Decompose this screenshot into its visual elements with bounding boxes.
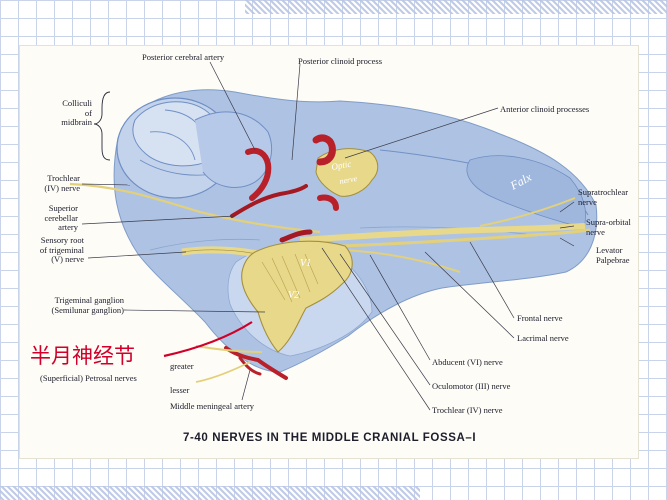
- label-levator-line-2: Palpebrae: [596, 254, 630, 265]
- figure-caption: 7-40 NERVES IN THE MIDDLE CRANIAL FOSSA–…: [183, 432, 477, 444]
- label-trochlear-left: Trochlear (IV) nerve: [16, 173, 80, 193]
- middle-meningeal-artery: [224, 346, 288, 380]
- label-colliculi: Colliculi of midbrain: [40, 98, 92, 128]
- basilar-artery: [279, 229, 313, 243]
- greater-petrosal-nerve: [195, 345, 263, 353]
- label-frontal-nerve: Frontal nerve: [517, 313, 563, 323]
- midbrain-fold: [149, 131, 196, 161]
- label-sensory-root-line-2: of trigeminal: [39, 244, 84, 255]
- label-trochlear-left-line-1: Trochlear: [47, 173, 80, 183]
- label-levator-line-1: Levator: [596, 245, 623, 255]
- optic-label-2: nerve: [339, 174, 359, 186]
- label-abducent-nerve: Abducent (VI) nerve: [432, 357, 503, 367]
- label-sensory-root-line-1: Sensory root: [40, 235, 84, 245]
- tissue-shading: [149, 238, 261, 251]
- frontal-nerve-path: [339, 228, 591, 248]
- label-superficial-petrosal-nerves: (Superficial) Petrosal nerves: [40, 373, 137, 383]
- label-superior-cerebellar-line-1: Superior: [48, 203, 78, 213]
- supratrochlear-path: [479, 197, 576, 227]
- label-superior-cerebellar-line-2: cerebellar: [44, 212, 79, 223]
- label-supraorbital-line-2: nerve: [586, 226, 605, 237]
- label-trigeminal-ganglion-line-2: (Semilunar ganglion): [51, 304, 124, 315]
- label-colliculi-line-1: Colliculi: [62, 98, 92, 108]
- label-posterior-clinoid-process: Posterior clinoid process: [298, 56, 383, 66]
- trochlear-nerve-path: [69, 182, 321, 234]
- v1-label: V1: [300, 258, 311, 269]
- label-middle-meningeal-artery: Middle meningeal artery: [170, 401, 255, 411]
- ganglion-striations: [261, 253, 319, 303]
- posterior-cerebral-artery: [245, 147, 272, 201]
- lacrimal-nerve-path: [339, 249, 461, 273]
- label-posterior-cerebral-artery: Posterior cerebral artery: [142, 52, 225, 62]
- middle-meningeal-branch: [238, 356, 262, 376]
- nerve-bundle: [299, 223, 586, 243]
- colliculi-brace: [93, 91, 111, 161]
- label-trigeminal-ganglion-line-1: Trigeminal ganglion: [54, 295, 124, 305]
- label-oculomotor-nerve: Oculomotor (III) nerve: [432, 381, 511, 391]
- annotation-pointer: [163, 321, 253, 358]
- label-lacrimal-nerve: Lacrimal nerve: [517, 333, 569, 343]
- label-colliculi-line-3: midbrain: [61, 117, 92, 127]
- label-trochlear-left-line-2: (IV) nerve: [44, 182, 80, 193]
- label-superior-cerebellar-artery: Superior cerebellar artery: [16, 203, 79, 233]
- label-anterior-clinoid-processes: Anterior clinoid processes: [500, 104, 590, 114]
- label-trigeminal-ganglion: Trigeminal ganglion (Semilunar ganglion): [16, 295, 124, 315]
- tissue-shading: [359, 226, 541, 237]
- label-trochlear-right: Trochlear (IV) nerve: [432, 405, 503, 415]
- slide-bottom-band: [0, 486, 420, 500]
- optic-label-1: Optic: [331, 159, 352, 172]
- label-lesser: lesser: [170, 385, 190, 395]
- label-superior-cerebellar-line-3: artery: [58, 222, 78, 232]
- v2-label: V2: [288, 290, 299, 301]
- label-supraorbital-nerve: Supra-orbital nerve: [586, 217, 631, 237]
- label-colliculi-line-2: of: [84, 107, 92, 118]
- label-supratrochlear-line-2: nerve: [578, 196, 597, 207]
- cerebral-peduncle: [194, 111, 272, 188]
- lesser-petrosal-nerve: [195, 361, 251, 383]
- label-sensory-root: Sensory root of trigeminal (V) nerve: [16, 235, 84, 265]
- leader-lines: [81, 61, 575, 411]
- label-levator-palpebrae: Levator Palpebrae: [596, 245, 630, 265]
- carotid-siphon: [317, 194, 339, 211]
- trigeminal-ganglion: [241, 240, 353, 353]
- label-supraorbital-line-1: Supra-orbital: [586, 217, 631, 227]
- label-supratrochlear-line-1: Supratrochlear: [578, 187, 629, 197]
- annotation-semilunar-ganglion-cn: 半月神经节: [30, 344, 135, 368]
- label-sensory-root-line-3: (V) nerve: [51, 254, 84, 264]
- label-supratrochlear-nerve: Supratrochlear nerve: [578, 187, 629, 207]
- slide-top-band: [245, 0, 667, 14]
- label-greater: greater: [170, 361, 194, 371]
- internal-carotid-artery: [312, 134, 336, 166]
- superior-cerebellar-artery: [230, 184, 308, 218]
